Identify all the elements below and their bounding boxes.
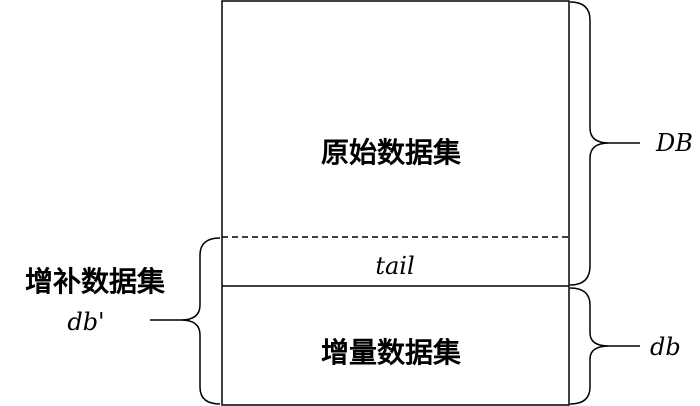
db-small-brace xyxy=(569,287,640,405)
tail-label: tail xyxy=(375,252,414,280)
original-dataset-label: 原始数据集 xyxy=(321,136,461,169)
supplement-dataset-label: 增补数据集 xyxy=(25,265,165,298)
supplement-symbol-label: db' xyxy=(67,308,104,336)
db-small-label: db xyxy=(650,333,681,361)
db-prime-brace xyxy=(150,237,221,405)
dataset-box xyxy=(221,0,570,406)
db-big-label: DB xyxy=(655,129,693,157)
increment-dataset-label: 增量数据集 xyxy=(321,336,461,369)
db-big-brace xyxy=(569,1,640,286)
